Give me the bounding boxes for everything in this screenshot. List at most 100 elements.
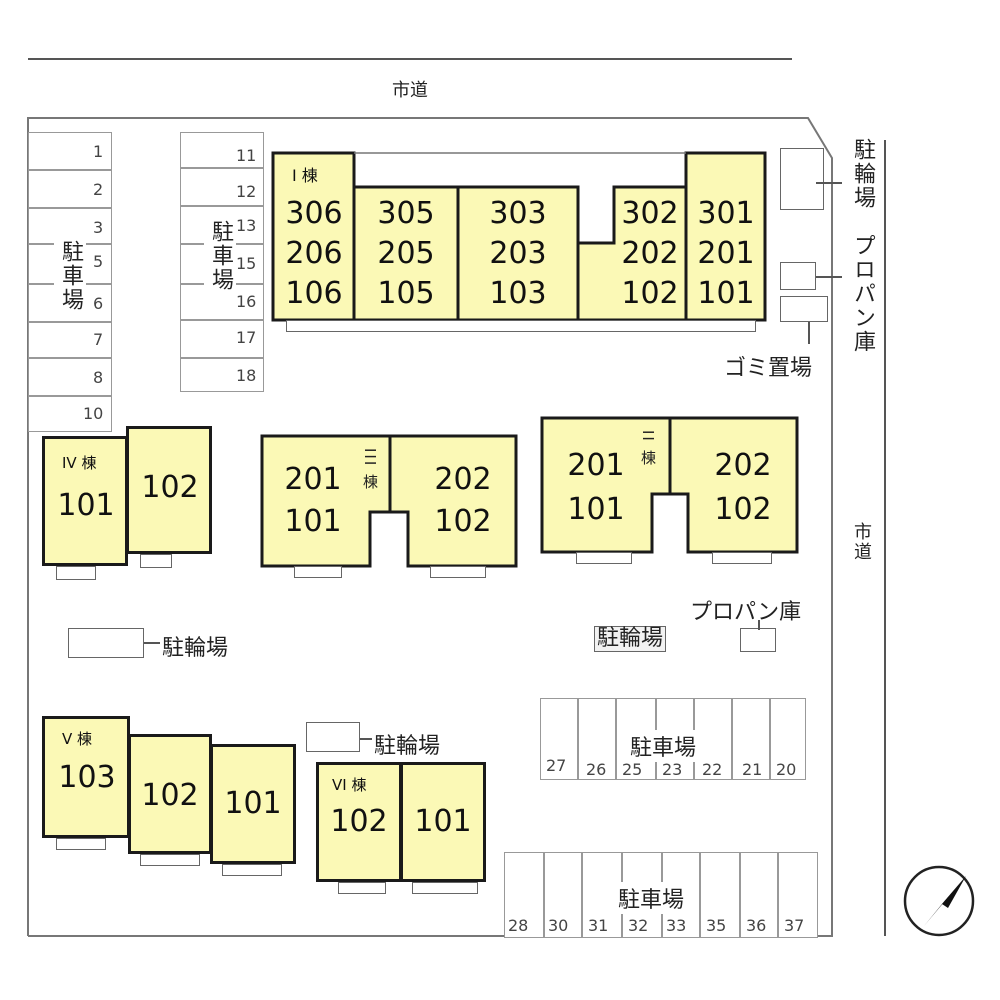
space-number: 27: [546, 756, 567, 775]
space-number: 18: [236, 366, 257, 385]
unit-number: 102: [141, 470, 199, 505]
unit-number: 101: [224, 786, 282, 821]
unit-number: 205: [377, 236, 435, 271]
parking-space: [180, 358, 264, 392]
bike-parking-ne-label: 駐輪場: [850, 138, 875, 210]
parking-se1-label: 駐車場: [630, 730, 697, 762]
unit-number: 206: [285, 236, 343, 271]
unit-number: 101: [697, 276, 755, 311]
unit-number: 305: [377, 196, 435, 231]
building-6-unit-102: [316, 762, 402, 882]
unit-number: 301: [697, 196, 755, 231]
balcony: [338, 882, 386, 894]
parking-space: [28, 132, 112, 170]
parking-space: [544, 852, 582, 938]
parking-space: [740, 852, 778, 938]
space-number: 15: [236, 254, 257, 273]
parking-space: [504, 852, 544, 938]
parking-space: [700, 852, 740, 938]
balcony: [712, 552, 772, 564]
balcony: [140, 554, 172, 568]
balcony: [286, 320, 756, 332]
unit-number: 103: [489, 276, 547, 311]
unit-number: 102: [714, 492, 772, 527]
bike-parking-mid-label: 駐輪場: [594, 626, 667, 652]
parking-space: [540, 698, 578, 780]
space-number: 2: [93, 180, 104, 199]
building-4-unit-102: [126, 426, 212, 554]
space-number: 30: [548, 916, 569, 935]
unit-number: 101: [567, 492, 625, 527]
parking-space: [732, 698, 770, 780]
leader-line: [360, 738, 372, 740]
space-number: 5: [93, 252, 104, 271]
bike-parking-left: [68, 628, 144, 658]
north-road-label: 市道: [392, 80, 428, 101]
unit-number: 201: [284, 462, 342, 497]
parking-space: [28, 396, 112, 432]
unit-number: 101: [284, 504, 342, 539]
parking-space: [28, 358, 112, 396]
space-number: 1: [93, 142, 104, 161]
space-number: 25: [622, 760, 643, 779]
space-number: 33: [666, 916, 687, 935]
building-3-name: III 棟: [361, 448, 379, 492]
balcony: [294, 566, 342, 578]
leader-line: [808, 322, 810, 344]
space-number: 3: [93, 218, 104, 237]
space-number: 13: [236, 216, 257, 235]
building-4-name: IV 棟: [62, 454, 97, 472]
unit-number: 203: [489, 236, 547, 271]
parking-space: [28, 170, 112, 208]
parking-space: [180, 320, 264, 358]
unit-number: 101: [414, 804, 472, 839]
parking-space: [180, 132, 264, 168]
garbage-area: [780, 296, 828, 322]
north-road-line: [28, 58, 792, 60]
space-number: 35: [706, 916, 727, 935]
parking-left-label: 駐車場: [54, 240, 86, 312]
space-number: 6: [93, 294, 104, 313]
bike-parking-left-label: 駐輪場: [162, 636, 229, 661]
unit-number: 101: [57, 488, 115, 523]
balcony: [430, 566, 486, 578]
unit-number: 102: [434, 504, 492, 539]
space-number: 11: [236, 146, 257, 165]
balcony: [412, 882, 478, 894]
space-number: 21: [742, 760, 763, 779]
compass-icon: [903, 865, 975, 937]
parking-space: [770, 698, 806, 780]
propane-storage-ne: [780, 262, 816, 290]
space-number: 37: [784, 916, 805, 935]
unit-number: 302: [621, 196, 679, 231]
unit-number: 202: [434, 462, 492, 497]
unit-number: 306: [285, 196, 343, 231]
building-2-name: II 棟: [639, 430, 657, 467]
propane-storage-ne-label: プロパン庫: [850, 234, 875, 354]
leader-line: [816, 276, 842, 278]
building-5-unit-101: [210, 744, 296, 864]
space-number: 23: [662, 760, 683, 779]
unit-number: 202: [714, 448, 772, 483]
unit-number: 201: [567, 448, 625, 483]
balcony: [222, 864, 282, 876]
space-number: 8: [93, 368, 104, 387]
space-number: 28: [508, 916, 529, 935]
space-number: 12: [236, 182, 257, 201]
space-number: 7: [93, 330, 104, 349]
balcony: [56, 838, 106, 850]
building-1-name: I 棟: [292, 166, 318, 185]
balcony: [56, 566, 96, 580]
space-number: 20: [776, 760, 797, 779]
leader-line: [144, 642, 160, 644]
parking-space: [28, 322, 112, 358]
building-5-name: V 棟: [62, 730, 93, 748]
leader-line: [758, 620, 760, 630]
unit-number: 103: [58, 760, 116, 795]
parking-space: [180, 168, 264, 206]
space-number: 36: [746, 916, 767, 935]
unit-number: 201: [697, 236, 755, 271]
east-road-line: [884, 140, 886, 936]
propane-storage-mid: [740, 628, 776, 652]
